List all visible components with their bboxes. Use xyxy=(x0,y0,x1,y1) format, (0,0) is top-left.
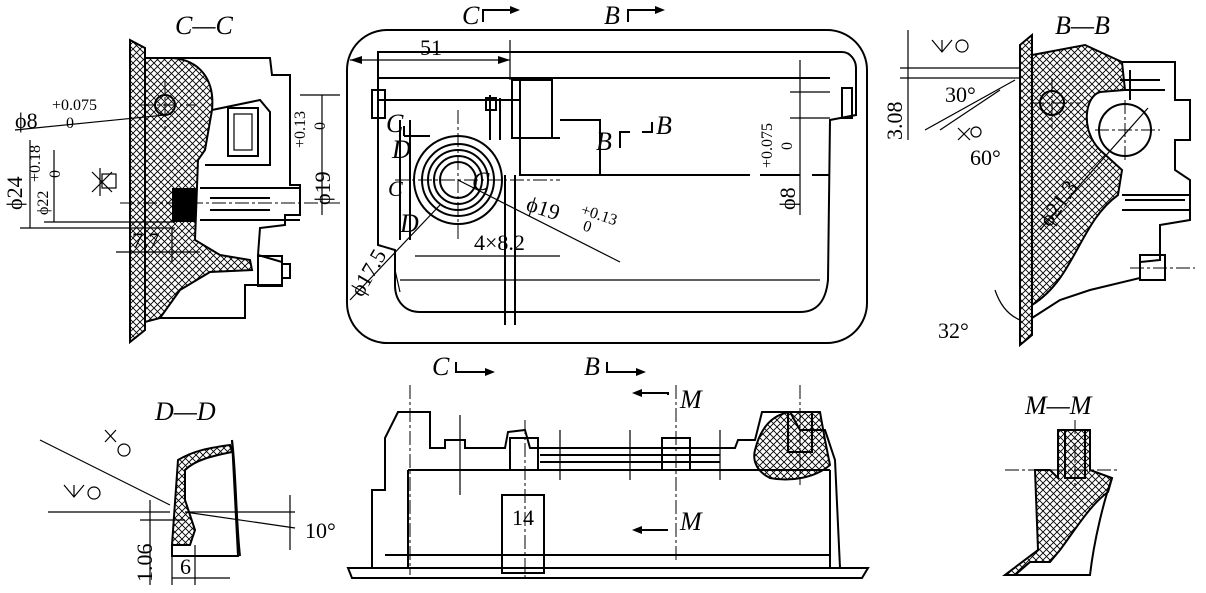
section-view-bb: B—B 3.08 30° 60° ϕ21.3 xyxy=(882,11,1195,348)
dim-top-phi17-5: ϕ17.5 xyxy=(345,245,392,301)
dim-bb-60: 60° xyxy=(970,145,1001,170)
dim-cc-phi8-upper-tol: +0.075 xyxy=(52,97,97,114)
top-left-vertical-lines xyxy=(399,95,501,240)
section-mark-c-left: C xyxy=(386,109,404,138)
dim-cc-phi19-upper-tol: +0.13 xyxy=(292,111,309,148)
dim-cc-phi22-lower-tol: 0 xyxy=(47,170,64,178)
dim-cc-phi22-upper-tol: +0.18 xyxy=(27,145,44,182)
cc-housing-wall xyxy=(144,57,254,324)
bb-centerlines xyxy=(1030,78,1160,160)
dim-bb-30: 30° xyxy=(945,82,976,107)
top-small-pin xyxy=(485,97,497,111)
section-mark-m-lower: M xyxy=(679,507,703,536)
bb-roughness-symbol xyxy=(931,39,969,53)
dim-cc-7-7: 7.7 xyxy=(132,228,160,253)
cc-roughness-symbol xyxy=(91,168,117,196)
bb-housing-wall xyxy=(1031,43,1127,307)
cc-black-insert xyxy=(172,188,196,222)
mm-profile xyxy=(1002,429,1114,576)
dim-cc-phi19: ϕ19 xyxy=(310,171,335,205)
cc-square-boss xyxy=(227,107,259,157)
top-mechanism-block xyxy=(519,78,750,176)
section-mark-b-top: B xyxy=(604,1,620,30)
cc-lower-boss xyxy=(257,255,283,287)
dim-dd-6: 6 xyxy=(180,554,191,579)
top-circle-assembly xyxy=(395,110,560,240)
view-title-mm: M—M xyxy=(1024,391,1093,420)
front-hatched-boss xyxy=(753,411,832,481)
section-mark-b-bottom: B xyxy=(584,352,600,381)
section-mark-c-top: C xyxy=(462,1,480,30)
dim-top-phi8-lower-tol: 0 xyxy=(779,142,796,150)
section-mark-b-mid: B xyxy=(596,127,612,156)
dim-cc-phi8: ϕ8 xyxy=(15,108,38,133)
section-mark-b-mid2: B xyxy=(656,111,672,140)
front-base-plate xyxy=(346,567,870,579)
cc-pin-bore xyxy=(200,187,300,221)
section-view-dd: D—D 1.06 6 10° xyxy=(39,397,336,585)
top-outer-plate xyxy=(346,29,868,344)
dim-front-14: 14 xyxy=(512,505,534,530)
mm-centerlines xyxy=(1005,420,1120,490)
front-centerlines xyxy=(409,385,801,578)
dim-top-phi8: ϕ8 xyxy=(775,187,800,210)
dim-bb-32: 32° xyxy=(938,318,969,343)
dd-profile xyxy=(170,443,234,546)
section-mark-c-left2: C xyxy=(388,176,403,201)
top-tray-line xyxy=(394,269,820,293)
dim-cc-phi8-lower-tol: 0 xyxy=(66,115,74,132)
bb-upper-rail xyxy=(1120,70,1165,100)
dd-roughness-symbol-left xyxy=(63,484,101,500)
top-end-knobs xyxy=(371,87,853,119)
top-view: C B C C xyxy=(345,1,868,344)
bb-lower-rail xyxy=(1122,194,1190,211)
section-mark-d-upper: D xyxy=(391,135,411,164)
cc-inner-cavity xyxy=(205,98,271,166)
section-view-cc: C—C ϕ8 +0.075 0 ϕ24 ϕ22 +0.18 0 xyxy=(2,11,340,345)
bb-body-outline xyxy=(1031,61,1191,319)
dim-dd-10: 10° xyxy=(305,518,336,543)
dim-top-phi8-upper-tol: +0.075 xyxy=(759,123,776,168)
section-view-mm: M—M xyxy=(1002,391,1120,576)
dim-top-phi19-lower-tol: 0 xyxy=(581,218,594,237)
cc-flange xyxy=(129,38,146,345)
front-14-boss xyxy=(501,494,545,574)
view-title-bb: B—B xyxy=(1055,11,1110,40)
bb-roughness-symbol-2 xyxy=(957,126,982,141)
dim-dd-1-06: 1.06 xyxy=(132,544,157,583)
dim-top-51: 51 xyxy=(420,35,442,60)
section-mark-d-lower: D xyxy=(399,209,419,238)
top-inner-pocket xyxy=(377,51,857,313)
cc-lower-boss-tip xyxy=(282,263,291,279)
cc-hole-centerline xyxy=(140,80,195,130)
dd-outer-curve xyxy=(231,439,241,557)
front-inner-body xyxy=(407,469,831,568)
dim-top-4x8-2: 4×8.2 xyxy=(474,230,525,255)
front-small-block xyxy=(509,437,539,471)
view-title-cc: C—C xyxy=(175,11,233,40)
top-vertical-pin xyxy=(504,175,516,325)
top-mechanism-housing xyxy=(511,79,553,139)
section-mark-m-upper: M xyxy=(679,385,703,414)
dd-roughness-symbol-top xyxy=(104,429,131,457)
dim-cc-phi22: ϕ22 xyxy=(35,191,52,215)
front-view: C B M M 14 xyxy=(346,352,870,579)
bb-flange xyxy=(1019,32,1033,348)
front-thin-lines xyxy=(459,415,721,495)
dim-top-phi19: ϕ19 xyxy=(523,191,563,225)
mm-outer-curve xyxy=(1015,477,1113,576)
view-title-dd: D—D xyxy=(154,397,216,426)
section-mark-c-bottom: C xyxy=(432,352,450,381)
dim-cc-phi24: ϕ24 xyxy=(2,176,27,210)
top-upper-rail xyxy=(378,77,830,101)
cc-square-boss-inner xyxy=(233,113,253,151)
dim-bb-3-08: 3.08 xyxy=(882,102,907,141)
dim-cc-phi19-lower-tol: 0 xyxy=(312,122,329,130)
